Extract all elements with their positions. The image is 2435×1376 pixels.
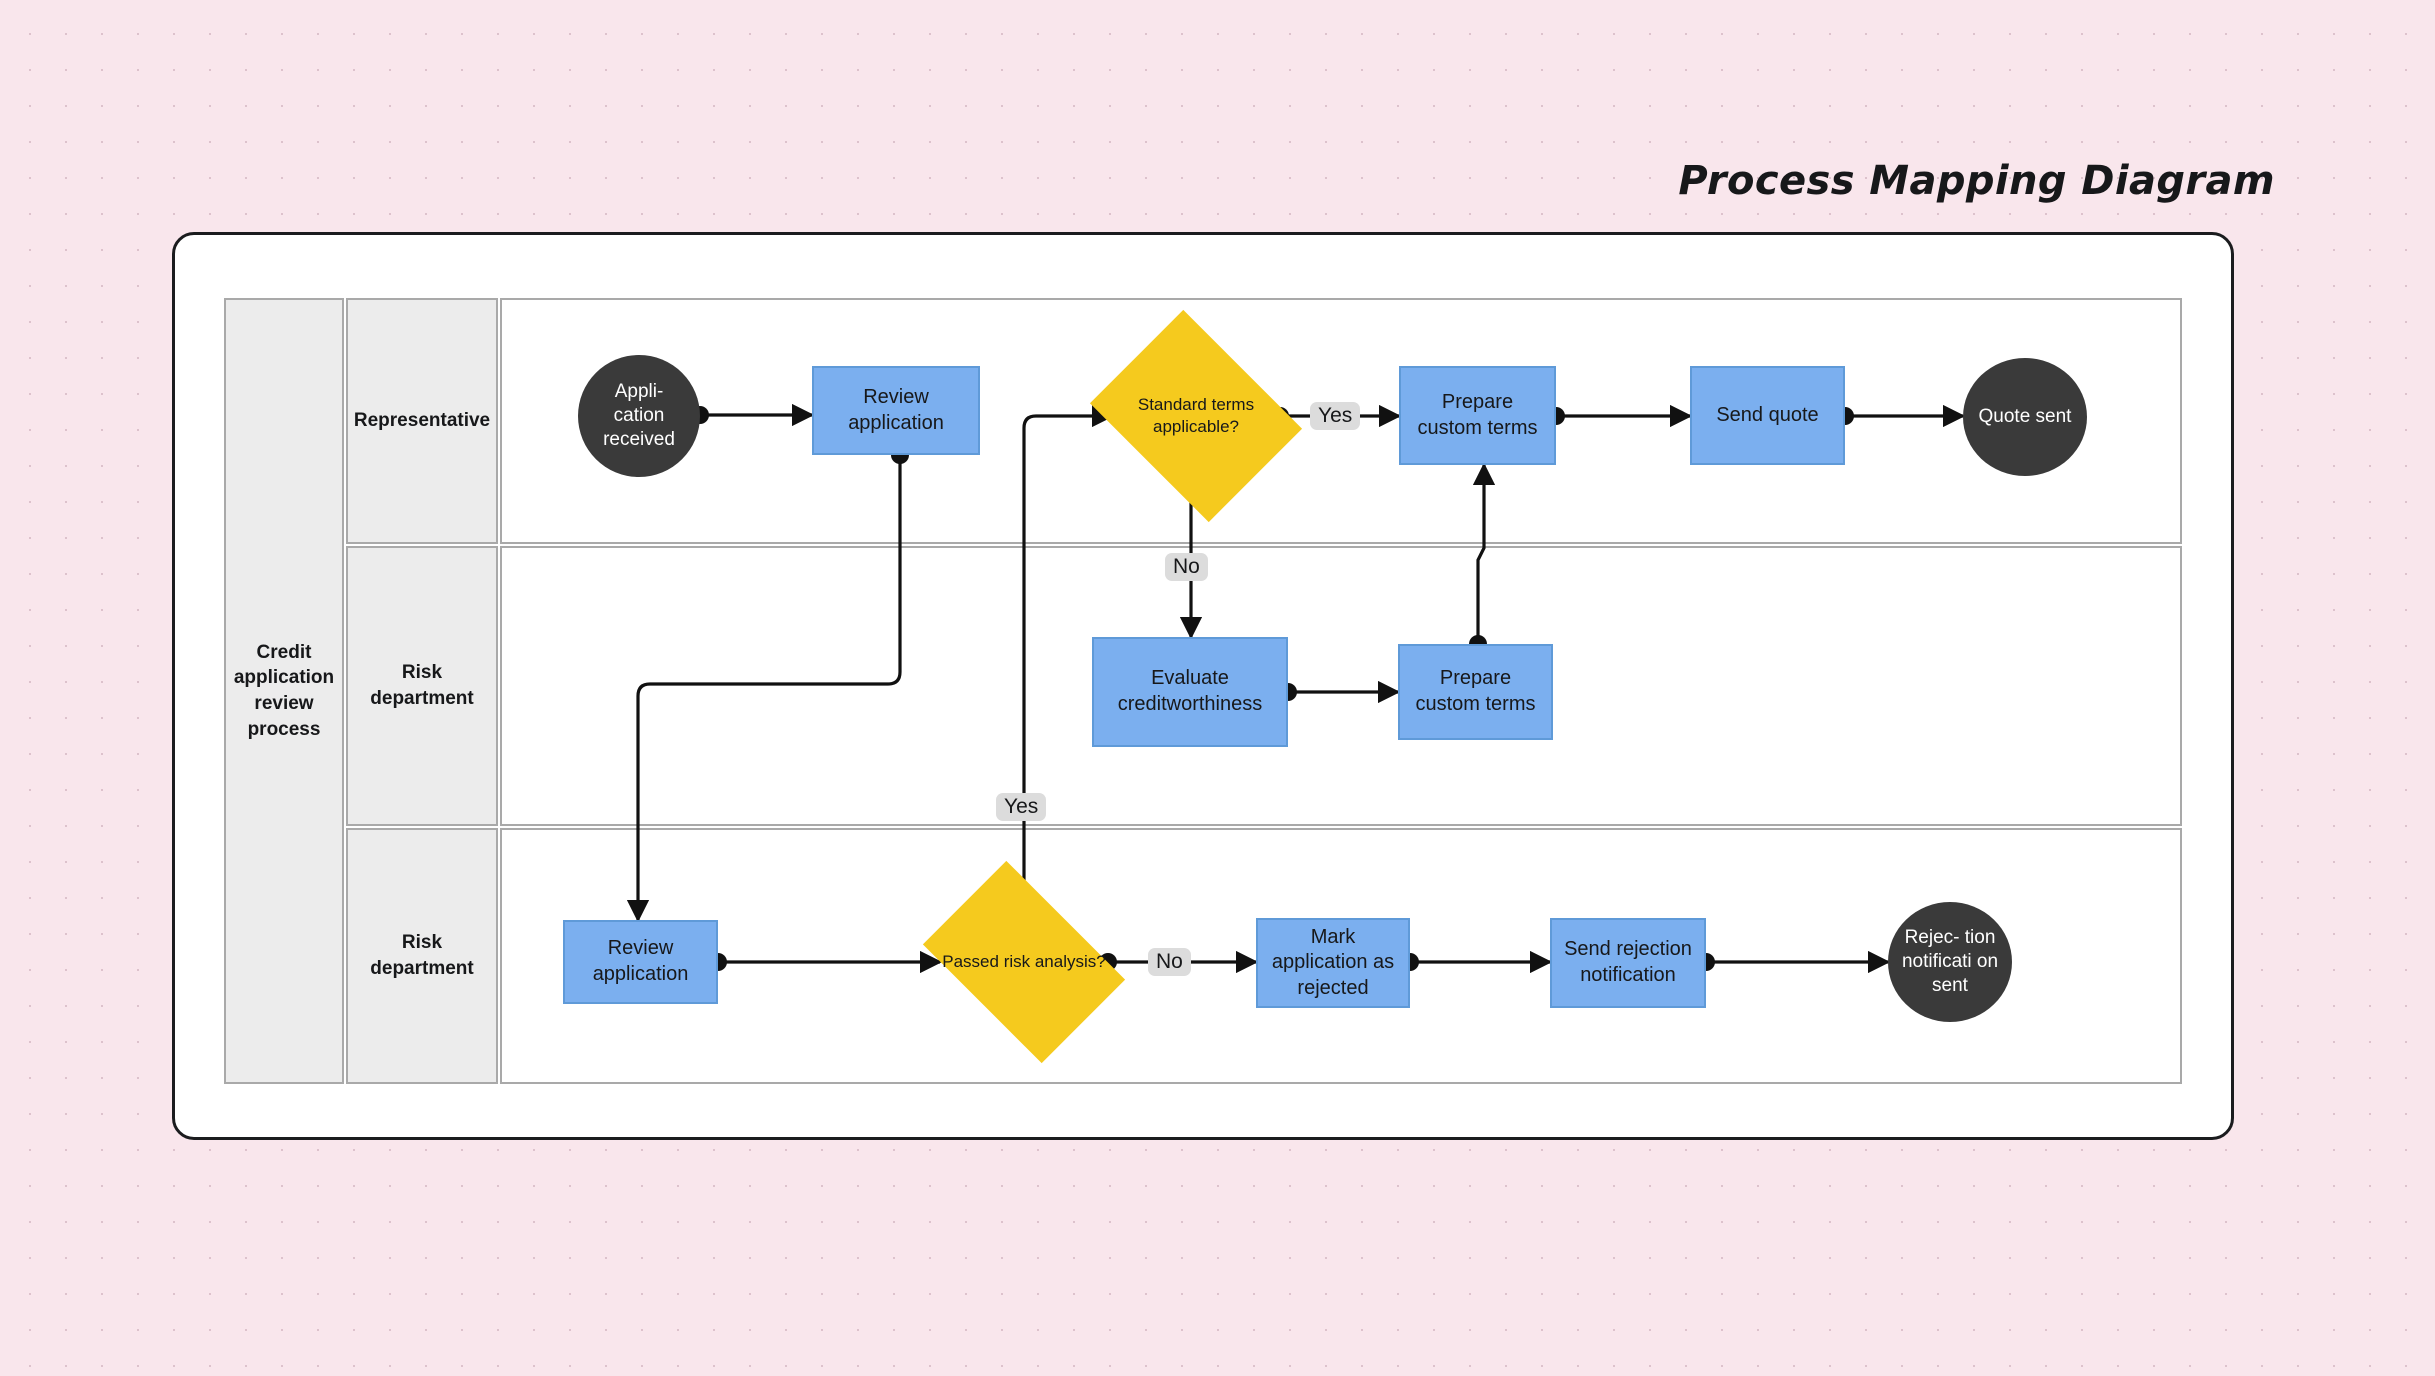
node-application-received[interactable]: Appli- cation received bbox=[578, 355, 700, 477]
lane-body-risk-1 bbox=[500, 546, 2182, 826]
node-standard-terms-applicable[interactable]: Standard terms applicable? bbox=[1089, 309, 1303, 523]
lane-header-representative: Representative bbox=[346, 298, 498, 544]
node-review-application-top[interactable]: Review application bbox=[812, 366, 980, 455]
node-mark-application-rejected[interactable]: Mark application as rejected bbox=[1256, 918, 1410, 1008]
node-send-quote[interactable]: Send quote bbox=[1690, 366, 1845, 465]
node-prepare-custom-terms-top[interactable]: Prepare custom terms bbox=[1399, 366, 1556, 465]
pool-title: Credit application review process bbox=[224, 298, 344, 1084]
lane-header-risk-2: Risk department bbox=[346, 828, 498, 1084]
node-prepare-custom-terms-mid[interactable]: Prepare custom terms bbox=[1398, 644, 1553, 740]
node-evaluate-creditworthiness[interactable]: Evaluate creditworthiness bbox=[1092, 637, 1288, 747]
node-passed-risk-analysis[interactable]: Passed risk analysis? bbox=[922, 860, 1126, 1064]
lane-header-risk-1: Risk department bbox=[346, 546, 498, 826]
node-send-rejection-notification[interactable]: Send rejection notification bbox=[1550, 918, 1706, 1008]
node-rejection-notification-sent[interactable]: Rejec- tion notificati on sent bbox=[1888, 902, 2012, 1022]
node-review-application-bottom[interactable]: Review application bbox=[563, 920, 718, 1004]
edge-label-standard-terms-yes: Yes bbox=[1310, 402, 1361, 430]
page-title: Process Mapping Diagram bbox=[1678, 158, 2275, 204]
edge-label-standard-terms-no: No bbox=[1165, 553, 1208, 581]
node-quote-sent[interactable]: Quote sent bbox=[1963, 358, 2087, 476]
edge-label-passed-risk-no: No bbox=[1148, 948, 1191, 976]
edge-label-review-branch-yes: Yes bbox=[996, 793, 1047, 821]
